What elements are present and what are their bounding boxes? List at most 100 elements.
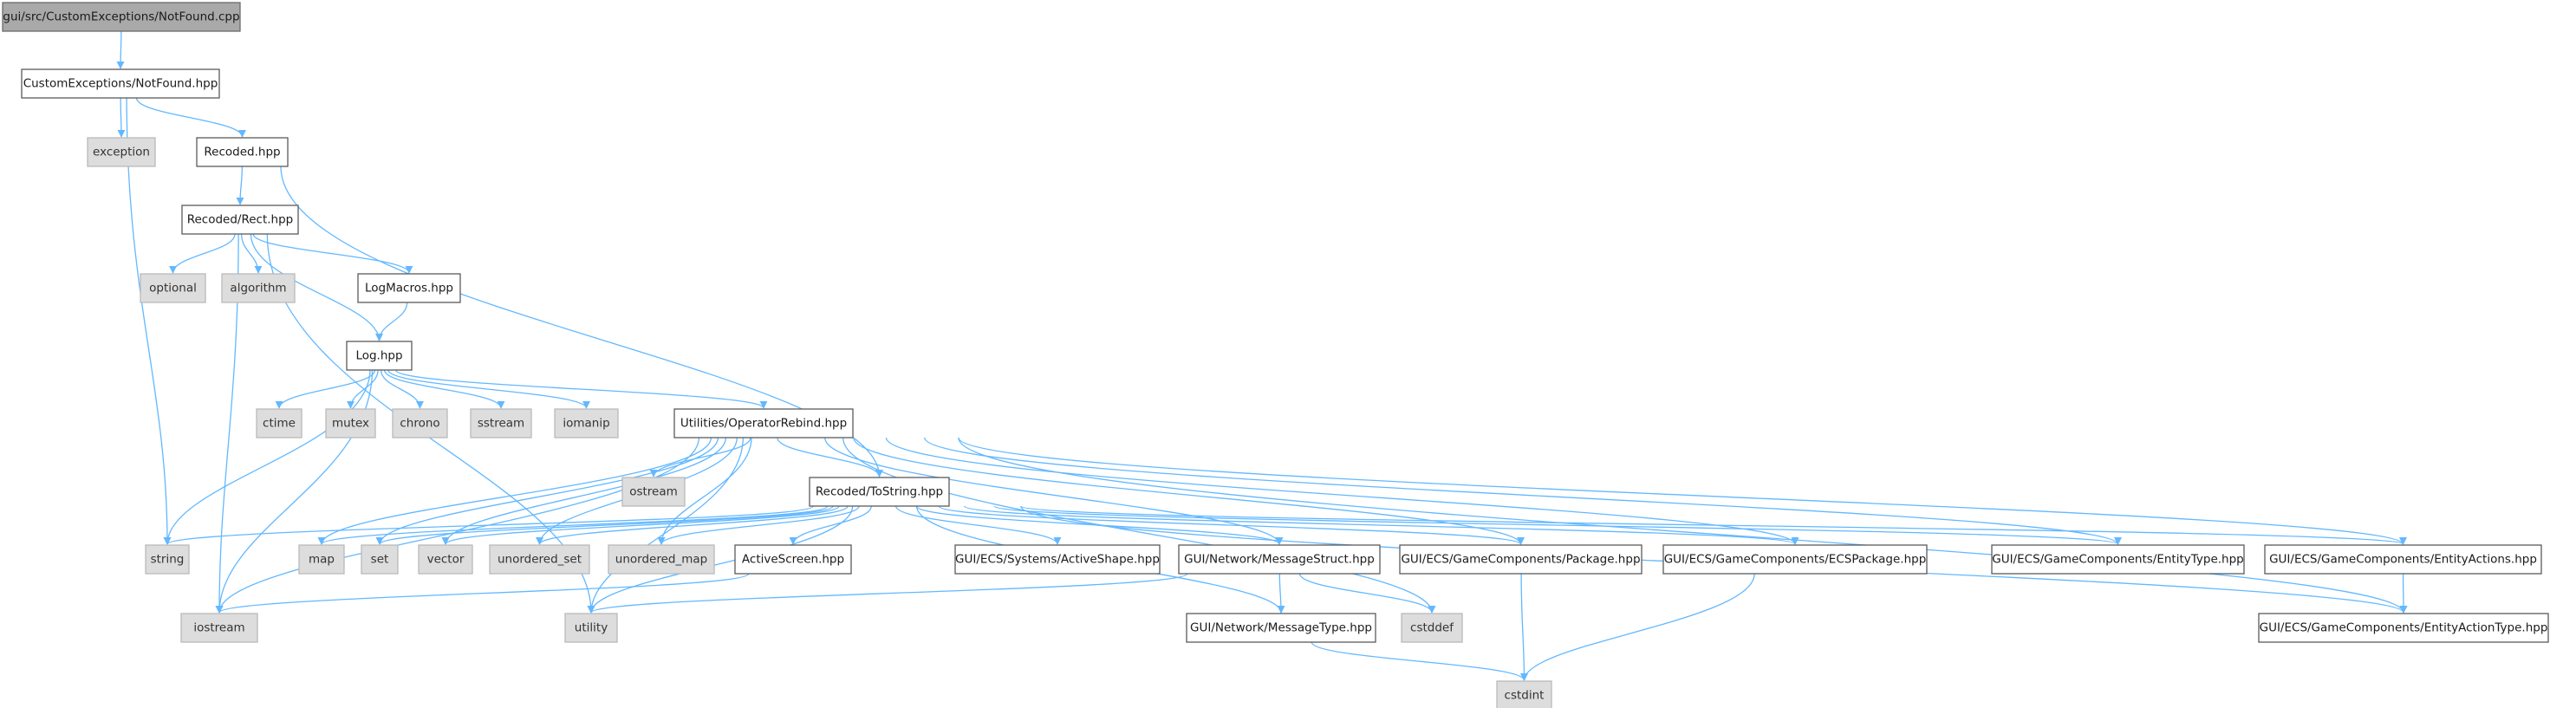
- include-edge: [240, 233, 263, 274]
- edge-oprebind-to-unordered_map: [657, 437, 752, 545]
- node-label: exception: [93, 146, 150, 159]
- edges-layer: [116, 30, 2408, 681]
- node-gui-ecs-systems-activeshape-hpp[interactable]: GUI/ECS/Systems/ActiveShape.hpp: [954, 544, 1161, 575]
- node-recoded-tostring-hpp[interactable]: Recoded/ToString.hpp: [809, 477, 950, 507]
- include-edge: [117, 97, 126, 138]
- node-iomanip: iomanip: [554, 408, 619, 438]
- node-box: [489, 544, 590, 575]
- node-box: [673, 408, 854, 438]
- node-box: [954, 544, 1161, 575]
- node-label: ostream: [629, 485, 678, 499]
- include-edge: [938, 505, 1525, 545]
- node-box: [608, 544, 715, 575]
- include-edge: [958, 437, 2407, 545]
- include-edge: [1020, 505, 2407, 545]
- node-box: [298, 544, 345, 575]
- edge-oprebind-to-ostream: [649, 437, 751, 477]
- node-gui-ecs-gamecomponents-ecspackage-hpp[interactable]: GUI/ECS/GameComponents/ECSPackage.hpp: [1662, 544, 1928, 575]
- include-edge: [1520, 573, 1755, 681]
- node-gui-network-messagetype-hpp[interactable]: GUI/Network/MessageType.hpp: [1186, 613, 1376, 643]
- node-label: unordered_map: [615, 553, 707, 567]
- node-box: [2264, 544, 2542, 575]
- edge-oprebind-to-entitytype: [924, 437, 2122, 545]
- edge-rect-to-log: [250, 233, 383, 341]
- include-edge: [126, 97, 172, 545]
- include-edge: [163, 505, 814, 545]
- edge-rect-to-algorithm: [240, 233, 263, 274]
- node-gui-network-messagestruct-hpp[interactable]: GUI/Network/MessageStruct.hpp: [1178, 544, 1381, 575]
- edge-tostring-to-utility: [587, 505, 854, 614]
- node-box: [1401, 613, 1463, 643]
- edge-ecspackage-to-cstdint: [1520, 573, 1755, 681]
- include-edge: [1311, 641, 1528, 681]
- include-edge: [587, 573, 1188, 614]
- node-gui-ecs-gamecomponents-entitytype-hpp[interactable]: GUI/ECS/GameComponents/EntityType.hpp: [1991, 544, 2245, 575]
- edge-activescreen-to-iostream: [215, 573, 750, 614]
- edge-msgtype-to-cstdint: [1311, 641, 1528, 681]
- node-label: iostream: [193, 621, 244, 635]
- node-box: [21, 68, 220, 99]
- node-box: [734, 544, 852, 575]
- edge-tostring-to-unordered_map: [657, 505, 860, 545]
- node-gui-ecs-gamecomponents-package-hpp[interactable]: GUI/ECS/GameComponents/Package.hpp: [1399, 544, 1643, 575]
- node-gui-src-customexceptions-notfound-cpp[interactable]: gui/src/CustomExceptions/NotFound.cpp: [2, 2, 241, 32]
- edge-recoded-to-rect: [236, 166, 244, 205]
- node-label: utility: [575, 621, 608, 635]
- edge-oprebind-to-iostream: [215, 437, 700, 614]
- node-box: [621, 477, 686, 507]
- node-label: cstddef: [1410, 621, 1454, 635]
- node-box: [1399, 544, 1643, 575]
- include-edge: [135, 97, 246, 138]
- node-box: [392, 408, 448, 438]
- edge-tostring-to-map: [317, 505, 829, 545]
- edge-msgstruct-to-msgtype: [1277, 573, 1285, 614]
- edge-tostring-to-set: [375, 505, 834, 545]
- edge-msgstruct-to-cstddef: [1298, 573, 1436, 614]
- node-gui-ecs-gamecomponents-entityactiontype-hpp[interactable]: GUI/ECS/GameComponents/EntityActionType.…: [2258, 613, 2549, 643]
- include-edge: [657, 437, 752, 545]
- include-edge: [587, 437, 744, 614]
- edge-oprebind-to-msgstruct: [824, 437, 1284, 545]
- node-customexceptions-notfound-hpp[interactable]: CustomExceptions/NotFound.hpp: [21, 68, 220, 99]
- include-edge: [215, 573, 750, 614]
- include-edge: [963, 505, 1799, 545]
- node-label: ctime: [263, 417, 296, 431]
- edge-tostring-to-activeshape: [894, 505, 1062, 545]
- node-gui-ecs-gamecomponents-entityactions-hpp[interactable]: GUI/ECS/GameComponents/EntityActions.hpp: [2264, 544, 2542, 575]
- include-edge: [1519, 573, 1528, 681]
- node-label: GUI/Network/MessageType.hpp: [1190, 621, 1372, 635]
- node-activescreen-hpp[interactable]: ActiveScreen.hpp: [734, 544, 852, 575]
- node-box: [1178, 544, 1381, 575]
- node-logmacros-hpp[interactable]: LogMacros.hpp: [357, 273, 461, 303]
- edge-oprebind-to-set: [375, 437, 719, 545]
- node-box: [2258, 613, 2549, 643]
- edge-log-to-oprebind: [395, 369, 768, 409]
- node-label: Utilities/OperatorRebind.hpp: [680, 417, 847, 431]
- node-utilities-operatorrebind-hpp[interactable]: Utilities/OperatorRebind.hpp: [673, 408, 854, 438]
- include-edge: [383, 369, 505, 409]
- node-map: map: [298, 544, 345, 575]
- node-cstddef: cstddef: [1401, 613, 1463, 643]
- edge-logmacros-to-log: [375, 302, 408, 341]
- node-unordered-map: unordered_map: [608, 544, 715, 575]
- include-edge: [387, 369, 590, 409]
- node-label: GUI/ECS/GameComponents/ECSPackage.hpp: [1664, 553, 1927, 567]
- edge-oprebind-to-entityactiontype: [958, 437, 2408, 614]
- edge-log-to-sstream: [383, 369, 505, 409]
- include-edge: [347, 369, 379, 409]
- node-label: map: [309, 553, 335, 567]
- include-edge: [275, 369, 376, 409]
- edge-log-to-chrono: [380, 369, 424, 409]
- node-recoded-hpp[interactable]: Recoded.hpp: [196, 137, 289, 167]
- node-label: gui/src/CustomExceptions/NotFound.cpp: [3, 10, 239, 24]
- node-box: [2, 2, 241, 32]
- node-log-hpp[interactable]: Log.hpp: [346, 341, 413, 371]
- include-edge: [789, 505, 872, 545]
- node-label: Recoded/Rect.hpp: [187, 213, 294, 227]
- node-box: [361, 544, 399, 575]
- node-box: [470, 408, 532, 438]
- node-recoded-rect-hpp[interactable]: Recoded/Rect.hpp: [181, 205, 299, 235]
- node-algorithm: algorithm: [221, 273, 296, 303]
- node-label: optional: [149, 282, 197, 296]
- node-box: [140, 273, 206, 303]
